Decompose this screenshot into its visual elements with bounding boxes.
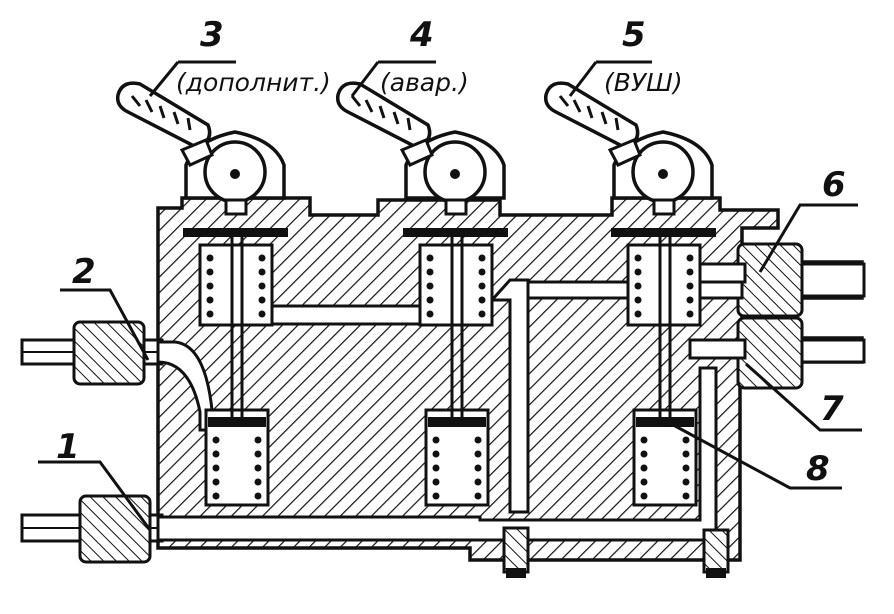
callout-5: 5 — [622, 15, 646, 55]
bolt-left — [502, 526, 530, 578]
callout-4: 4 — [410, 15, 434, 55]
callout-1: 1 — [56, 427, 80, 467]
bolt-right — [702, 528, 730, 578]
callout-3-note: (дополнит.) — [176, 68, 331, 97]
callout-6: 6 — [822, 165, 846, 205]
pipe-6 — [736, 242, 866, 318]
pipe-2 — [20, 320, 164, 386]
valve-4 — [335, 81, 508, 507]
pipe-1 — [20, 494, 164, 564]
valve-3 — [115, 81, 288, 507]
pipe-7 — [736, 316, 866, 390]
callout-7: 7 — [820, 389, 844, 429]
valve-5 — [543, 81, 716, 507]
callout-4-note: (авар.) — [380, 68, 469, 97]
leader-lines — [38, 60, 862, 531]
callout-8: 8 — [806, 449, 830, 489]
callout-2: 2 — [72, 252, 96, 292]
callout-5-note: (ВУШ) — [604, 68, 683, 97]
callout-3: 3 — [200, 15, 224, 55]
